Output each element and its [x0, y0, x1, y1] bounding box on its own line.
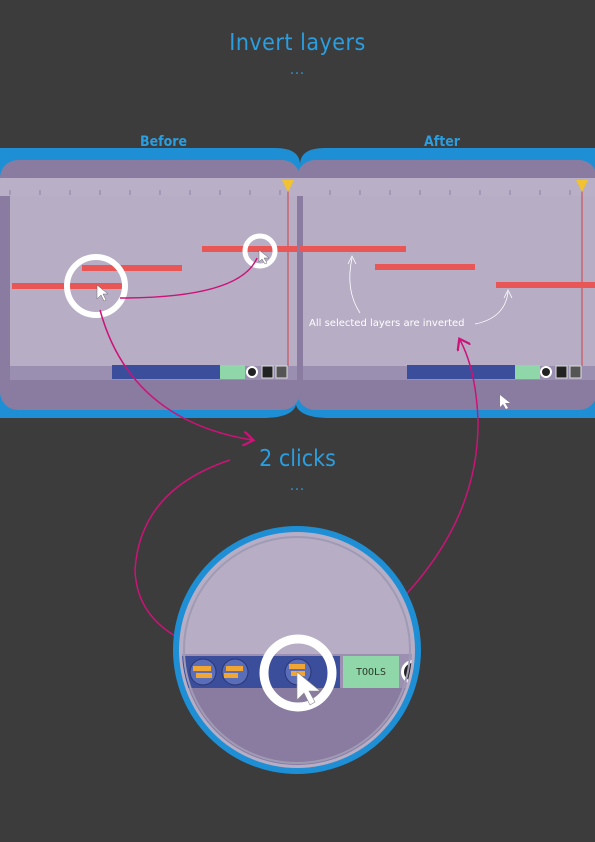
annotation-arrow — [474, 291, 509, 325]
title-ellipsis: ... — [290, 62, 305, 78]
tools-button[interactable]: TOOLS — [355, 667, 387, 678]
tool-icon — [189, 658, 217, 686]
click-highlight-ring — [242, 233, 278, 269]
after-ruler-ticks — [329, 190, 571, 195]
click-highlight-ring — [259, 634, 337, 712]
action-ellipsis: ... — [290, 478, 305, 494]
before-panel — [0, 160, 300, 410]
cursor-icon — [96, 284, 109, 302]
mini-toolbar — [112, 365, 220, 379]
after-panel — [297, 160, 595, 410]
annotation-arrow — [349, 257, 361, 314]
cursor-icon — [296, 671, 321, 706]
layer-bar — [82, 265, 182, 271]
mini-toolbar — [407, 365, 515, 379]
inverted-annotation: All selected layers are inverted — [309, 318, 465, 329]
layer-bar — [202, 246, 300, 252]
tool-icon — [221, 658, 249, 686]
after-label: After — [424, 134, 461, 150]
connector-arrow — [99, 309, 252, 440]
cursor-icon — [258, 249, 270, 265]
layer-bar — [300, 246, 406, 252]
layer-bar — [496, 282, 595, 288]
before-ruler-ticks — [9, 190, 281, 195]
before-label: Before — [140, 134, 188, 150]
layer-bar — [375, 264, 475, 270]
connector-arrow — [119, 257, 258, 299]
action-title: 2 clicks — [259, 446, 336, 472]
page-title: Invert layers — [229, 30, 366, 56]
cursor-icon — [500, 395, 510, 409]
click-highlight-ring — [64, 254, 128, 318]
